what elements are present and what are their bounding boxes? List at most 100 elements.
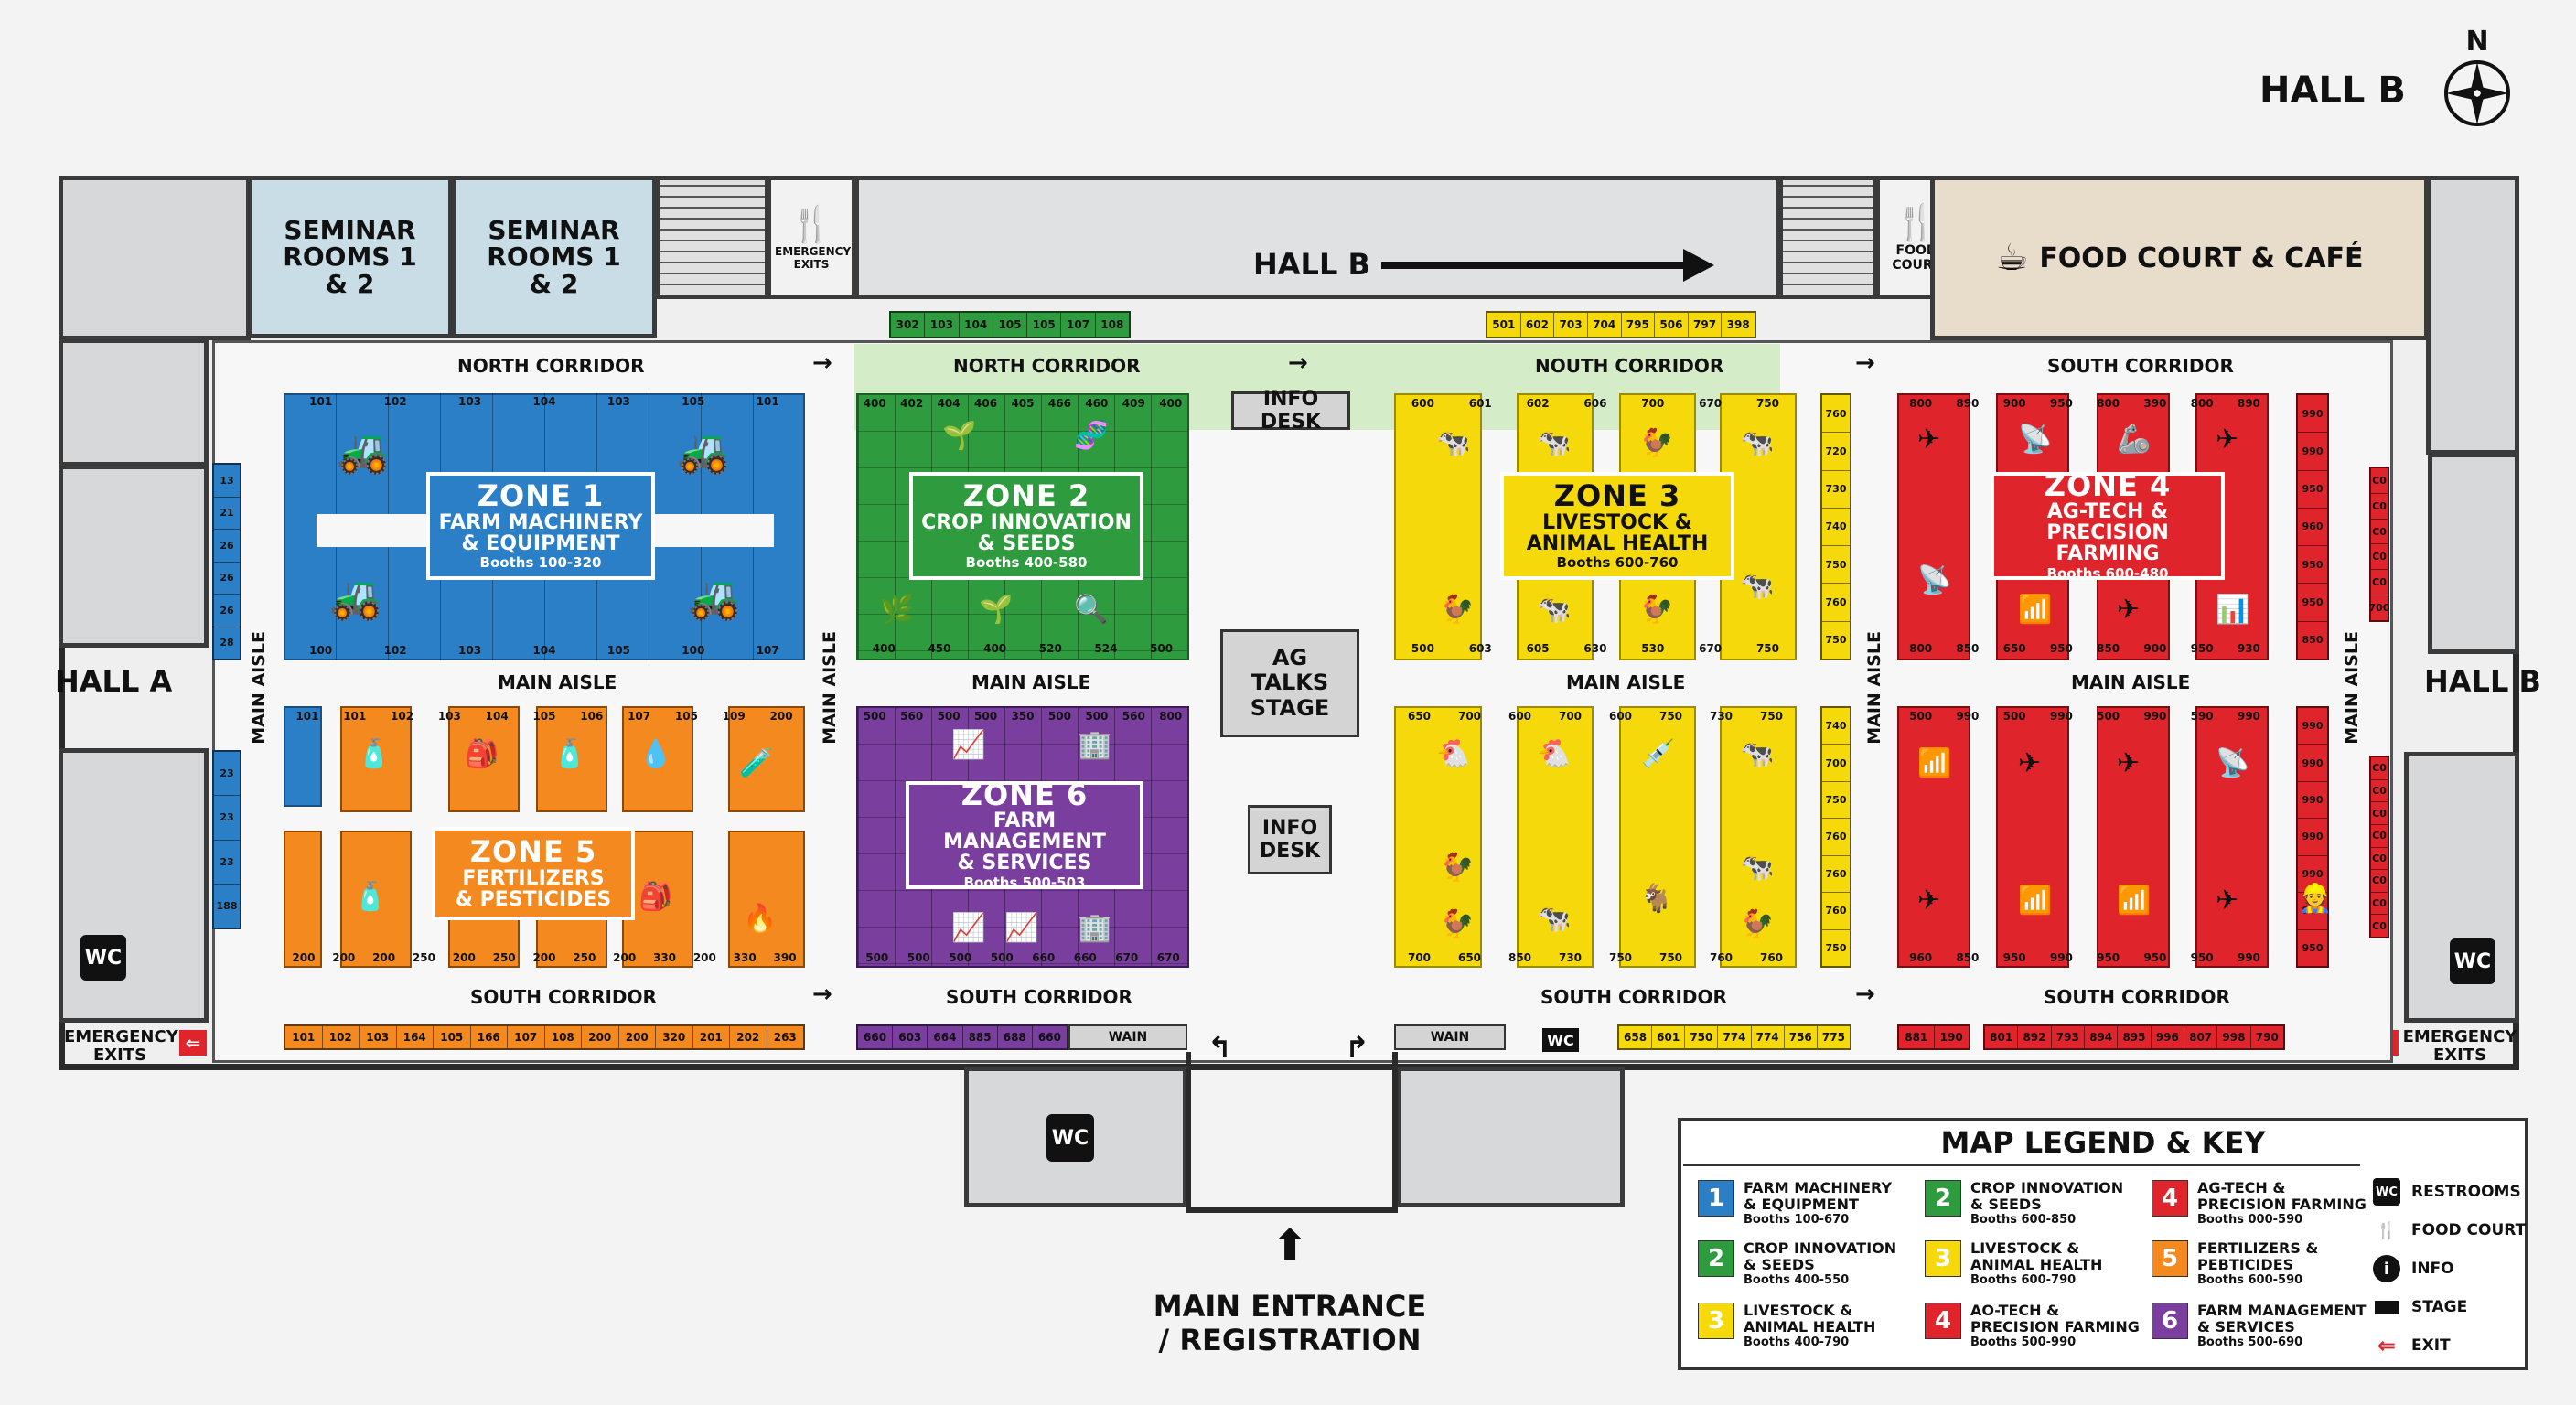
main-entrance-label[interactable]: MAIN ENTRANCE / REGISTRATION xyxy=(1153,1289,1427,1357)
hall-b-right-label: HALL B xyxy=(2424,664,2541,699)
ag-talks-stage[interactable]: AG TALKS STAGE xyxy=(1220,629,1359,737)
zone4-booths: Booths 600-480 xyxy=(2046,564,2169,582)
zone5-col-a xyxy=(284,706,322,807)
legend-title: MAP LEGEND & KEY xyxy=(1940,1125,2266,1160)
info-desk-mid[interactable]: INFO DESK xyxy=(1248,805,1332,874)
wain-left-label: WAIN xyxy=(1108,1030,1148,1045)
hall-b-top[interactable] xyxy=(854,176,1780,299)
drone-icon: ✈ xyxy=(2018,747,2042,779)
zone4-label[interactable]: ZONE 4 AG-TECH & PRECISION FARMING Booth… xyxy=(1991,470,2225,582)
chicken-icon: 🐓 xyxy=(1740,908,1775,940)
south-corridor-3: SOUTH CORRIDOR xyxy=(1540,986,1727,1008)
drone-icon: ✈ xyxy=(2216,424,2239,456)
emergency-exits-top[interactable]: 🍴 EMERGENCY EXITS xyxy=(767,176,856,299)
zone6-label[interactable]: ZONE 6 FARM MANAGEMENT & SERVICES Booths… xyxy=(906,779,1143,889)
south-corridor-2: SOUTH CORRIDOR xyxy=(946,986,1132,1008)
left-room-3 xyxy=(59,748,209,1023)
chart-up-icon: 📈 xyxy=(951,729,986,761)
south-corridor-1: SOUTH CORRIDOR xyxy=(470,986,657,1008)
magnifier-leaf-icon: 🔍 xyxy=(1074,594,1109,626)
legend-swatch: 2 xyxy=(1698,1240,1734,1277)
syringe-icon: 💉 xyxy=(1641,738,1676,770)
zone4b-col2 xyxy=(1996,706,2069,968)
food-court-cafe[interactable]: ☕ FOOD COURT & CAFÉ xyxy=(1930,176,2429,340)
zone5-booth-4 xyxy=(622,706,693,812)
hand-plant-icon: 🌿 xyxy=(880,594,915,626)
drone-icon: ✈ xyxy=(1917,885,1941,917)
stage-icon xyxy=(2373,1293,2400,1321)
info-desk-top[interactable]: INFO DESK xyxy=(1231,388,1350,434)
zone3-booth-col1 xyxy=(1394,393,1482,660)
legend-swatch: 3 xyxy=(1698,1303,1734,1339)
wain-right[interactable]: WAIN xyxy=(1394,1024,1506,1050)
arrow-right-icon: → xyxy=(812,981,832,1008)
zone4b-col1 xyxy=(1897,706,1970,968)
arrow-right-icon: → xyxy=(1855,981,1875,1008)
drone-icon: ✈ xyxy=(1917,424,1941,456)
emergency-exits-left[interactable]: EMERGENCY EXITS xyxy=(64,1027,178,1065)
zone2-line1: CROP INNOVATION xyxy=(921,510,1132,534)
cow-icon: 🐄 xyxy=(1740,852,1775,884)
entrance-right-room xyxy=(1396,1067,1625,1207)
legend-key-stage: STAGE xyxy=(2373,1293,2467,1321)
sprayer-icon: 🧴 xyxy=(353,881,388,913)
hall-b-arrow-icon xyxy=(1381,262,1692,269)
wc-left[interactable]: WC xyxy=(80,935,126,981)
emergency-exits-right[interactable]: EMERGENCY EXITS xyxy=(2402,1027,2517,1065)
top-left-room xyxy=(59,176,251,340)
zone1-line2: & EQUIPMENT xyxy=(461,531,620,555)
zone2-label[interactable]: ZONE 2 CROP INNOVATION & SEEDS Booths 40… xyxy=(909,472,1143,580)
wc-bottom[interactable]: WC xyxy=(1046,1114,1094,1162)
sprout-icon: 🌱 xyxy=(942,420,977,452)
fertilizer-bag-icon: 🎒 xyxy=(639,881,673,913)
wifi-sensor-icon: 📶 xyxy=(2018,594,2053,626)
cow-icon: 🐄 xyxy=(1740,570,1775,602)
wain-left[interactable]: WAIN xyxy=(1068,1024,1187,1050)
tractor-icon: 🚜 xyxy=(337,426,390,476)
seminar-rooms-b[interactable]: SEMINAR ROOMS 1 & 2 xyxy=(451,176,657,338)
sprayer-icon: 🧴 xyxy=(357,738,392,770)
robot-arm-icon: 🦾 xyxy=(2117,424,2152,456)
zone5-booth-1 xyxy=(340,706,412,812)
seminar-rooms-a-label: SEMINAR ROOMS 1 & 2 xyxy=(283,214,417,299)
wc-right[interactable]: WC xyxy=(2450,938,2496,984)
building-icon: 🏢 xyxy=(1078,729,1112,761)
wc-bottom-small[interactable]: WC xyxy=(1542,1028,1579,1052)
zone1-label[interactable]: ZONE 1 FARM MACHINERY & EQUIPMENT Booths… xyxy=(426,472,655,580)
exit-arrow-left-icon[interactable]: ⇐ xyxy=(179,1030,207,1056)
cow-icon: 🐄 xyxy=(1436,427,1471,459)
stairwell-right xyxy=(1778,176,1877,299)
arrow-right-icon: → xyxy=(1288,349,1308,377)
zone3-label[interactable]: ZONE 3 LIVESTOCK & ANIMAL HEALTH Booths … xyxy=(1500,472,1734,580)
zone3-title: ZONE 3 xyxy=(1553,478,1681,514)
hall-b-top-label: HALL B xyxy=(1253,247,1370,282)
arrow-right-icon: → xyxy=(812,349,832,377)
legend-swatch: 4 xyxy=(2152,1180,2188,1217)
stairwell-left xyxy=(655,176,769,299)
legend-swatch: 2 xyxy=(1925,1180,1961,1217)
seminar-rooms-a[interactable]: SEMINAR ROOMS 1 & 2 xyxy=(247,176,453,338)
cow-icon: 🐄 xyxy=(1537,594,1572,626)
main-aisle-1: MAIN AISLE xyxy=(498,671,617,693)
fork-knife-icon: 🍴 xyxy=(789,204,833,244)
main-aisle-vert-4: MAIN AISLE xyxy=(2342,631,2362,745)
wain-right-label: WAIN xyxy=(1430,1030,1470,1045)
entrance-arrow-icon[interactable]: ⬆ xyxy=(1272,1220,1309,1271)
zone5-booth-7 xyxy=(340,831,412,968)
zone4-line2: PRECISION FARMING xyxy=(2046,521,2169,566)
sensor-chart-icon: 📊 xyxy=(2216,594,2250,626)
zone5-label[interactable]: ZONE 5 FERTILIZERS & PESTICIDES xyxy=(432,827,635,920)
cow-icon: 🐄 xyxy=(1740,738,1775,770)
legend-swatch: 5 xyxy=(2152,1240,2188,1277)
top-right-room xyxy=(2426,176,2519,455)
